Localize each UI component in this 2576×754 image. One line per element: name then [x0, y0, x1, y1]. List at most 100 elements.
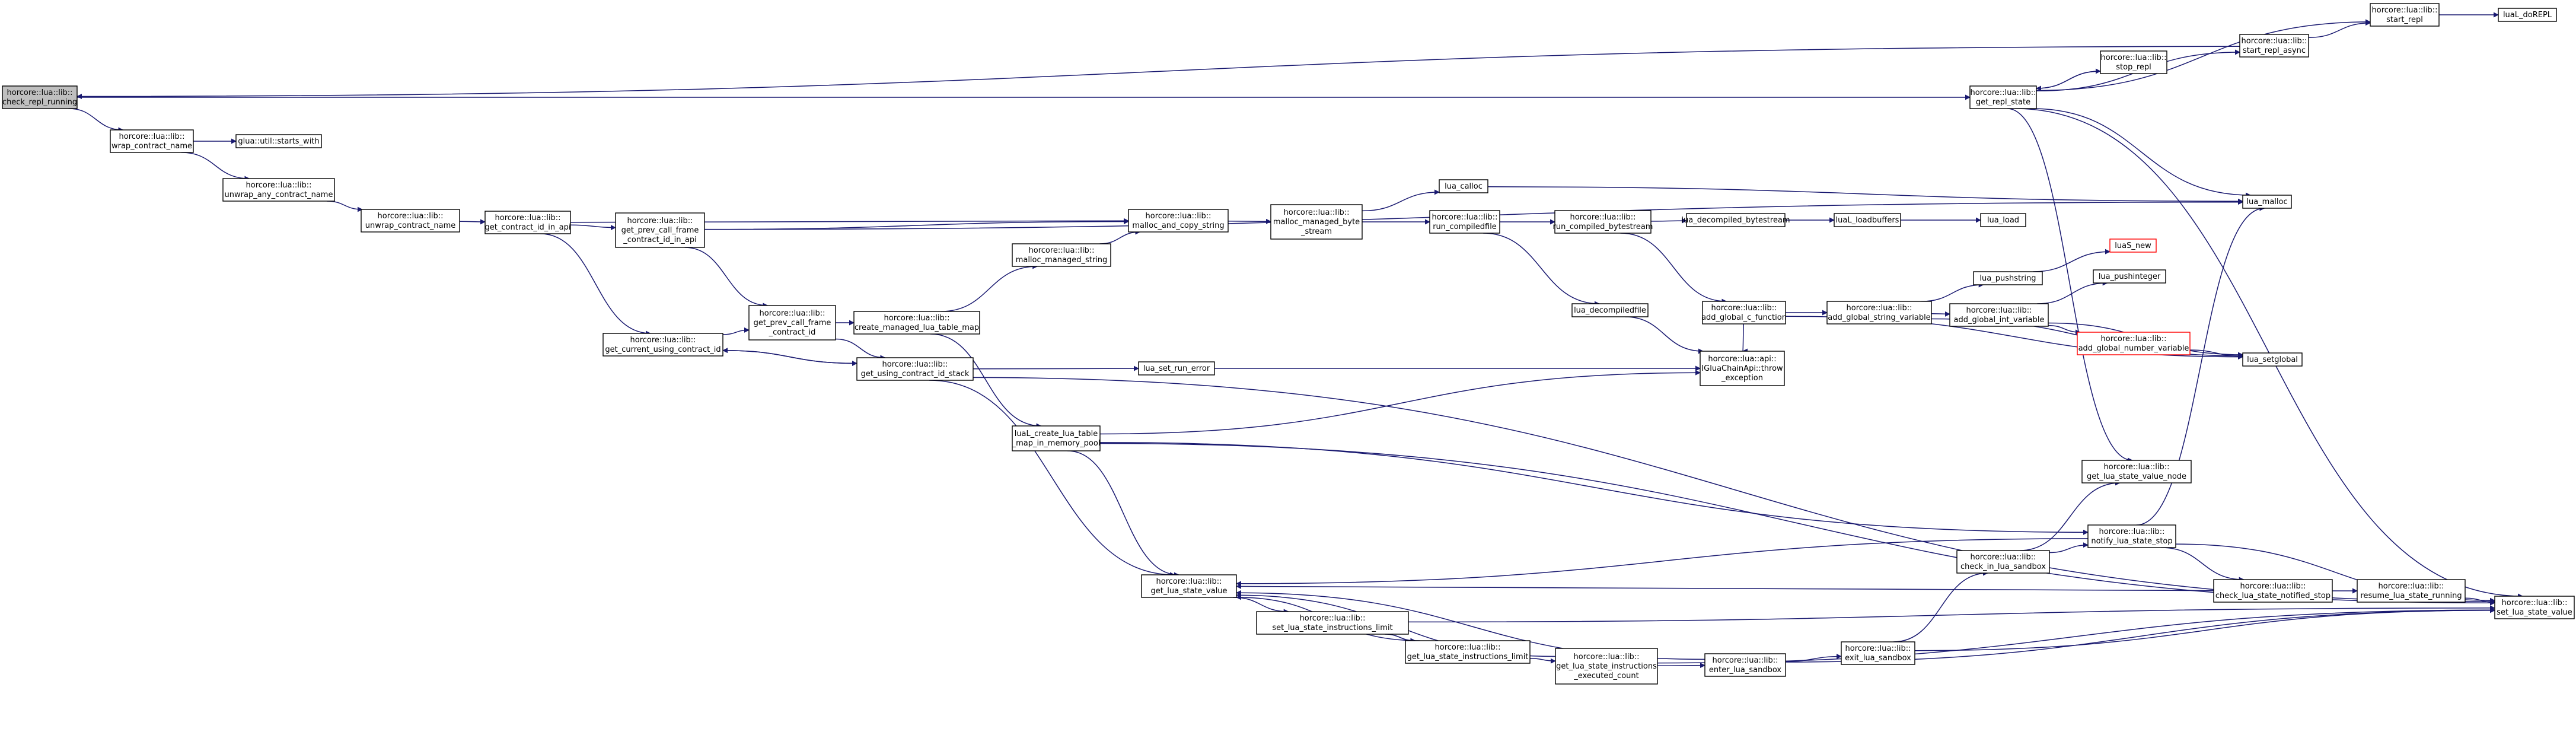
- node-label: add_global_c_function: [1701, 313, 1787, 322]
- node-label: horcore::lua::lib::: [1574, 653, 1640, 661]
- node-start-repl[interactable]: horcore::lua::lib::start_repl: [2370, 3, 2440, 27]
- node-check-in-lua-sandbox[interactable]: horcore::lua::lib::check_in_lua_sandbox: [1956, 550, 2050, 574]
- node-add-global-number-variable[interactable]: horcore::lua::lib::add_global_number_var…: [2077, 332, 2191, 355]
- node-add-global-int-variable[interactable]: horcore::lua::lib::add_global_int_variab…: [1949, 303, 2049, 327]
- node-box: [748, 305, 836, 341]
- node-label: malloc_managed_string: [1016, 256, 1108, 265]
- node-box: [2357, 579, 2466, 603]
- node-box: [856, 357, 974, 381]
- node-get-lua-state-instructions-executed-count[interactable]: horcore::lua::lib::get_lua_state_instruc…: [1555, 648, 1658, 685]
- node-lua-decompiled-bytestream[interactable]: lua_decompiled_bytestream: [1681, 213, 1790, 227]
- node-starts-with[interactable]: glua::util::starts_with: [235, 134, 322, 148]
- node-unwrap-contract-name[interactable]: horcore::lua::lib::unwrap_contract_name: [361, 209, 460, 233]
- node-check-repl-running[interactable]: horcore::lua::lib::check_repl_running: [2, 85, 78, 109]
- edge-check-in-lua-sandbox-to-notify-lua-state-stop: [2049, 542, 2089, 553]
- edge-lua-calloc-to-lua-malloc: [1487, 186, 2243, 204]
- node-lua-load[interactable]: lua_load: [1980, 213, 2026, 227]
- node-label: horcore::lua::lib::: [495, 214, 561, 222]
- node-box: [1826, 301, 1932, 324]
- node-run-compiled-bytestream[interactable]: horcore::lua::lib::run_compiled_bytestre…: [1553, 210, 1653, 234]
- node-label: start_repl_async: [2243, 46, 2306, 55]
- node-lual-loadbuffers[interactable]: luaL_loadbuffers: [1834, 213, 1901, 227]
- node-wrap-contract-name[interactable]: horcore::lua::lib::wrap_contract_name: [110, 129, 194, 153]
- edge-start-repl-async-to-check-repl-running: [76, 46, 2240, 99]
- node-label: horcore::lua::lib::: [884, 314, 950, 323]
- node-lua-setglobal[interactable]: lua_setglobal: [2242, 352, 2303, 367]
- node-malloc-and-copy-string[interactable]: horcore::lua::lib::malloc_and_copy_strin…: [1128, 209, 1229, 233]
- node-get-lua-state-instructions-limit[interactable]: horcore::lua::lib::get_lua_state_instruc…: [1405, 640, 1531, 664]
- node-run-compiledfile[interactable]: horcore::lua::lib::run_compiledfile: [1429, 210, 1500, 234]
- node-label: lua_decompiledfile: [1574, 306, 1646, 315]
- node-get-prev-call-frame-contract-id[interactable]: horcore::lua::lib::get_prev_call_frame_c…: [748, 305, 836, 341]
- node-label: horcore::lua::lib::: [2101, 335, 2167, 343]
- node-get-using-contract-id-stack[interactable]: horcore::lua::lib::get_using_contract_id…: [856, 357, 974, 381]
- node-unwrap-any-contract-name[interactable]: horcore::lua::lib::unwrap_any_contract_n…: [222, 178, 335, 202]
- node-malloc-managed-bytestream[interactable]: horcore::lua::lib::malloc_managed_byte_s…: [1270, 204, 1363, 240]
- node-get-current-using-contract-id[interactable]: horcore::lua::lib::get_current_using_con…: [602, 333, 723, 357]
- node-set-lua-state-value[interactable]: horcore::lua::lib::set_lua_state_value: [2494, 596, 2575, 619]
- node-box: [1012, 243, 1111, 267]
- node-lua-decompiledfile[interactable]: lua_decompiledfile: [1571, 303, 1649, 317]
- node-label: horcore::lua::lib::: [1284, 208, 1350, 217]
- node-get-contract-id-in-api[interactable]: horcore::lua::lib::get_contract_id_in_ap…: [484, 211, 571, 234]
- node-label: horcore::lua::lib::: [1156, 577, 1222, 586]
- node-label: lua_malloc: [2246, 198, 2287, 206]
- node-label: horcore::lua::lib::: [1713, 656, 1778, 665]
- edge-get-repl-state-to-lua-malloc: [2031, 108, 2252, 198]
- node-label: wrap_contract_name: [111, 142, 192, 151]
- node-add-global-c-function[interactable]: horcore::lua::lib::add_global_c_function: [1701, 301, 1787, 324]
- node-get-repl-state[interactable]: horcore::lua::lib::get_repl_state: [1969, 85, 2037, 109]
- node-label: horcore::lua::lib::: [1845, 644, 1911, 653]
- edge-lual-create-lua-table-map-to-get-lua-state-value: [1067, 450, 1179, 578]
- node-label: set_lua_state_value: [2497, 608, 2572, 617]
- node-enter-lua-sandbox[interactable]: horcore::lua::lib::enter_lua_sandbox: [1704, 653, 1786, 677]
- node-label: _stream: [1300, 227, 1332, 236]
- node-luas-new[interactable]: luaS_new: [2109, 238, 2157, 253]
- node-label: horcore::lua::lib::: [1432, 213, 1498, 222]
- node-lua-set-run-error[interactable]: lua_set_run_error: [1138, 361, 1215, 376]
- node-box: [2494, 596, 2575, 619]
- node-lua-calloc[interactable]: lua_calloc: [1439, 179, 1488, 193]
- node-check-lua-state-notified-stop[interactable]: horcore::lua::lib::check_lua_state_notif…: [2213, 579, 2333, 603]
- node-create-managed-lua-table-map[interactable]: horcore::lua::lib::create_managed_lua_ta…: [853, 311, 980, 335]
- node-label: horcore::lua::lib::: [2240, 582, 2306, 591]
- node-malloc-managed-string[interactable]: horcore::lua::lib::malloc_managed_string: [1012, 243, 1111, 267]
- node-label: horcore::lua::lib::: [760, 309, 825, 318]
- node-stop-repl[interactable]: horcore::lua::lib::stop_repl: [2100, 50, 2167, 74]
- edge-add-global-int-variable-to-add-global-number-variable: [2048, 324, 2081, 335]
- node-get-prev-call-frame-in-api[interactable]: horcore::lua::lib::get_prev_call_frame_c…: [615, 212, 705, 248]
- node-resume-lua-state-running[interactable]: horcore::lua::lib::resume_lua_state_runn…: [2357, 579, 2466, 603]
- node-box: [1141, 574, 1237, 598]
- node-start-repl-async[interactable]: horcore::lua::lib::start_repl_async: [2239, 34, 2309, 58]
- node-lual-create-lua-table-map[interactable]: luaL_create_lua_table_map_in_memory_pool: [1012, 425, 1101, 451]
- node-throw-exception[interactable]: horcore::lua::api::IGluaChainApi::throw_…: [1700, 351, 1785, 386]
- node-box: [1405, 640, 1531, 664]
- node-label: horcore::lua::lib::: [119, 132, 185, 141]
- node-label: get_prev_call_frame: [621, 226, 699, 235]
- node-label: horcore::lua::lib::: [1300, 614, 1366, 623]
- node-box: [1270, 204, 1363, 240]
- node-get-lua-state-value-node[interactable]: horcore::lua::lib::get_lua_state_value_n…: [2081, 460, 2192, 483]
- edge-get-lua-state-value-to-set-lua-state-instructions-limit: [1233, 597, 1289, 615]
- node-box: [1686, 213, 1786, 227]
- node-lua-malloc[interactable]: lua_malloc: [2242, 195, 2292, 209]
- node-label: lua_calloc: [1445, 182, 1483, 191]
- edge-create-managed-lua-table-map-to-malloc-managed-string: [941, 263, 1038, 312]
- node-label: horcore::lua::lib::: [627, 217, 693, 225]
- node-label: get_lua_state_value: [1150, 587, 1227, 596]
- edge-get-current-using-contract-id-to-get-prev-call-frame-contract-id: [722, 327, 750, 335]
- node-label: horcore::lua::lib::: [882, 360, 948, 369]
- node-get-lua-state-value[interactable]: horcore::lua::lib::get_lua_state_value: [1141, 574, 1237, 598]
- node-set-lua-state-instructions-limit[interactable]: horcore::lua::lib::set_lua_state_instruc…: [1256, 611, 1409, 635]
- node-notify-lua-state-stop[interactable]: horcore::lua::lib::notify_lua_state_stop: [2087, 524, 2176, 548]
- node-label: get_lua_state_instructions_limit: [1407, 653, 1529, 661]
- node-lua-pushinteger[interactable]: lua_pushinteger: [2093, 269, 2166, 284]
- node-add-global-string-variable[interactable]: horcore::lua::lib::add_global_string_var…: [1826, 301, 1932, 324]
- node-lual-dofile[interactable]: luaL_doREPL: [2498, 8, 2557, 22]
- node-label: check_repl_running: [2, 98, 77, 107]
- node-label: horcore::lua::lib::: [1847, 304, 1912, 313]
- node-box: [2077, 332, 2191, 355]
- node-lua-pushstring[interactable]: lua_pushstring: [1973, 271, 2043, 285]
- node-exit-lua-sandbox[interactable]: horcore::lua::lib::exit_lua_sandbox: [1841, 641, 1915, 665]
- edge-add-global-c-function-to-throw-exception: [1742, 323, 1748, 354]
